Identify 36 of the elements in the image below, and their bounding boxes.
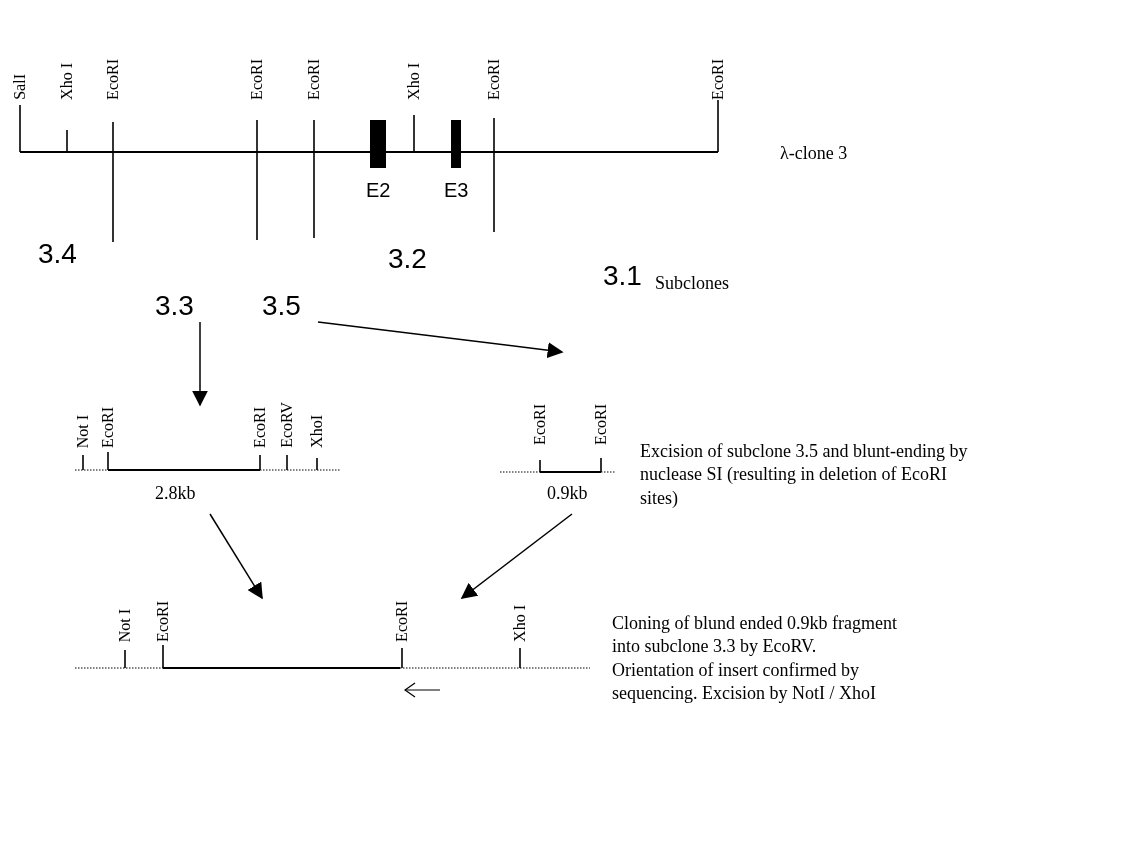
arrow — [460, 513, 573, 599]
site-label: EcoRI — [155, 601, 171, 642]
subclone-number: 3.3 — [155, 292, 194, 320]
arrow — [192, 321, 208, 407]
site-label: EcoRI — [532, 404, 548, 445]
site-label: Not I — [75, 414, 91, 448]
site-label: EcoRI — [486, 59, 502, 100]
subclone-number: 3.5 — [262, 292, 301, 320]
site-label: Xho I — [59, 63, 75, 100]
site-label: EcoRI — [710, 59, 726, 100]
fragment-size: 0.9kb — [547, 482, 588, 505]
site-label: EcoRI — [249, 59, 265, 100]
site-label: XhoI — [309, 415, 325, 448]
site-label: EcoRI — [306, 59, 322, 100]
site-label: EcoRI — [105, 59, 121, 100]
site-label: EcoRI — [252, 407, 268, 448]
site-label: EcoRV — [279, 402, 295, 448]
exon-label: E2 — [366, 180, 391, 200]
fragment-size: 2.8kb — [155, 482, 196, 505]
step-description: Excision of subclone 3.5 and blunt-ending by nuclease SI (resulting in deletion of EcoRI sites) — [640, 440, 969, 510]
site-label: EcoRI — [593, 404, 609, 445]
arrow — [209, 513, 263, 600]
exon-label: E3 — [444, 180, 469, 200]
subclone-number: 3.2 — [388, 245, 427, 273]
site-label: SalI — [12, 74, 28, 100]
subclone-number: 3.4 — [38, 240, 77, 268]
step-description: Cloning of blund ended 0.9kb fragment into subclone 3.3 by EcoRV. Orientation of insert confirmed by sequencing. Excision by NotI / XhoI — [612, 612, 898, 706]
note-text: Subclones — [655, 272, 729, 295]
arrow — [317, 321, 564, 359]
site-label: Xho I — [406, 63, 422, 100]
subclone-number: 3.1 — [603, 262, 642, 290]
site-label: Xho I — [512, 605, 528, 642]
clone-name: λ-clone 3 — [780, 142, 849, 165]
site-label: EcoRI — [394, 601, 410, 642]
site-label: Not I — [117, 608, 133, 642]
site-label: EcoRI — [100, 407, 116, 448]
